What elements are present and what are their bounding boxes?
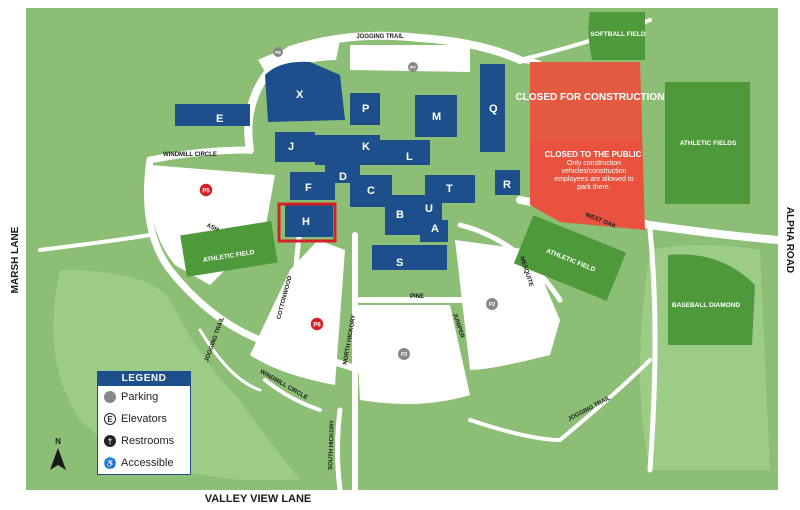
jogging-trail-top-label: JOGGING TRAIL	[356, 34, 404, 40]
building-q-shape	[480, 64, 505, 152]
alpha-road-label: ALPHA ROAD	[784, 207, 795, 273]
building-d: D	[339, 171, 347, 183]
parking-marker-p5	[198, 182, 214, 198]
alpha-road-road	[778, 8, 800, 493]
marsh-lane-label: MARSH LANE	[10, 226, 21, 293]
building-k: K	[362, 141, 370, 153]
parking-label-p3: P3	[401, 352, 407, 358]
building-j: J	[288, 141, 294, 153]
building-l: L	[406, 151, 413, 163]
parking-marker-p2	[486, 298, 498, 310]
baseball-diamond-label: BASEBALL DIAMOND	[672, 302, 740, 309]
building-f: F	[305, 182, 312, 194]
parking-markers	[198, 47, 498, 360]
building-c: C	[367, 185, 375, 197]
parking-lot-p3-area	[355, 305, 470, 404]
athletic-fields-right	[665, 82, 750, 204]
legend: LEGEND Parking E Elevators † Restrooms ♿…	[97, 371, 191, 475]
building-p-shape	[350, 93, 380, 125]
compass-n-label: N	[55, 437, 61, 446]
elevator-icon: E	[104, 413, 116, 425]
valley-view-road	[0, 490, 800, 510]
building-h: H	[302, 216, 310, 228]
athletic-field-left	[180, 221, 278, 277]
building-s-shape	[372, 245, 447, 270]
parking-marker-p6-top	[273, 47, 283, 57]
building-q: Q	[489, 103, 498, 115]
parking-marker-p6	[309, 316, 325, 332]
softball-field	[588, 12, 645, 60]
legend-elevators-label: Elevators	[121, 413, 167, 425]
parking-marker-p3	[398, 348, 410, 360]
legend-item-elevators: E Elevators	[98, 408, 190, 430]
closed-public-note: Only construction vehicles/construction …	[554, 160, 634, 191]
closed-public-note-box: Only construction vehicles/construction …	[554, 160, 634, 191]
baseball-diamond	[668, 254, 755, 345]
building-k-shape	[315, 135, 380, 165]
building-r: R	[503, 179, 511, 191]
parking-lot-p5-area	[149, 165, 275, 285]
building-m: M	[432, 111, 441, 123]
valley-view-lane-label: VALLEY VIEW LANE	[205, 493, 312, 505]
highlight-box	[277, 202, 337, 243]
athletic-fields-right-label: ATHLETIC FIELDS	[680, 140, 737, 147]
parking-label-p2: P2	[489, 302, 495, 308]
parking-label-p6-top: P6	[275, 50, 281, 55]
legend-accessible-label: Accessible	[121, 457, 174, 469]
parking-label-p5: P5	[202, 189, 210, 195]
parking-marker-p7	[408, 62, 418, 72]
building-f-shape	[290, 172, 335, 200]
parking-lot-p7-area	[350, 45, 470, 72]
parking-label-p6: P6	[313, 323, 321, 329]
building-j-shape	[275, 132, 315, 162]
marsh-lane-road	[0, 8, 26, 493]
closed-construction-title: CLOSED FOR CONSTRUCTION	[516, 92, 665, 103]
building-x: X	[296, 89, 304, 101]
building-p: P	[362, 103, 369, 115]
building-a-shape	[420, 220, 448, 242]
campus-roads	[38, 18, 782, 493]
building-m-shape	[415, 95, 457, 137]
parking-label-p7: P7	[410, 65, 416, 70]
building-r-shape	[495, 170, 520, 195]
building-b-shape	[385, 195, 420, 235]
building-x-shape	[265, 61, 345, 122]
softball-field-label: SOFTBALL FIELD	[590, 31, 645, 38]
building-t: T	[446, 183, 453, 195]
legend-item-restrooms: † Restrooms	[98, 430, 190, 452]
athletic-field-mid	[513, 215, 627, 301]
restroom-icon: †	[104, 435, 116, 447]
construction-closed-area	[530, 62, 640, 140]
building-h-shape	[285, 205, 333, 237]
south-hickory-label: SOUTH HICKORY	[328, 420, 336, 470]
legend-parking-label: Parking	[121, 391, 159, 403]
compass-arrow-icon	[50, 448, 66, 470]
legend-title: LEGEND	[98, 372, 190, 386]
closed-public-title: CLOSED TO THE PUBLIC	[545, 150, 642, 159]
buildings	[175, 61, 520, 270]
building-l-shape	[380, 140, 430, 165]
accessible-icon: ♿	[104, 457, 116, 469]
legend-restrooms-label: Restrooms	[121, 435, 175, 447]
building-b: B	[396, 209, 404, 221]
ash-label: ASH	[205, 223, 219, 234]
windmill-circle-top-label: WINDMILL CIRCLE	[163, 152, 217, 158]
parking-icon	[104, 391, 116, 403]
building-a: A	[431, 223, 439, 235]
parking-lot-p2-area	[455, 240, 560, 370]
building-e: E	[216, 113, 223, 125]
legend-item-accessible: ♿ Accessible	[98, 452, 190, 474]
building-u: U	[425, 203, 433, 215]
building-e-wing	[235, 104, 249, 114]
parking-lot-p6-area	[250, 240, 345, 385]
pine-label: PINE	[410, 294, 424, 300]
building-s: S	[396, 257, 403, 269]
legend-item-parking: Parking	[98, 386, 190, 408]
building-e-shape	[175, 104, 250, 126]
